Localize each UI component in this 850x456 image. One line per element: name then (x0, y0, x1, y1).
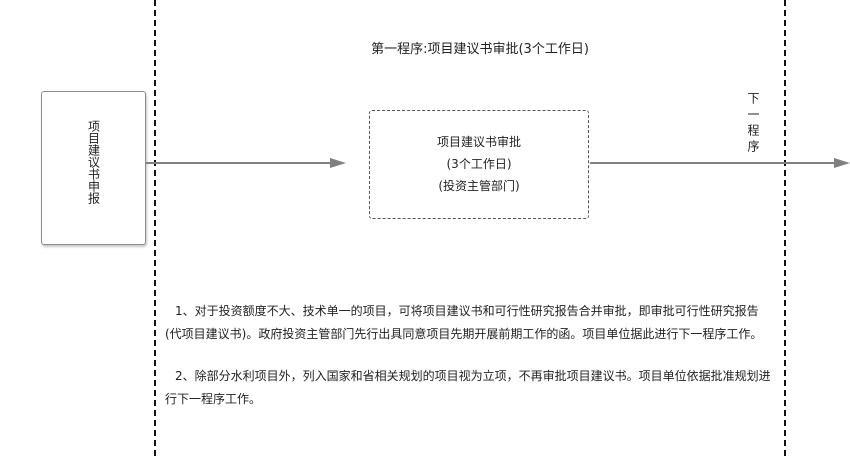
submit-box: 项目建议书申报 (41, 91, 146, 245)
arrow-head-next (834, 158, 850, 168)
submit-box-label: 项目建议书申报 (86, 120, 101, 204)
stage-title: 第一程序:项目建议书审批(3个工作日) (371, 42, 589, 57)
arrow-head-review (330, 158, 346, 168)
next-stage-label: 下一程序 (746, 92, 760, 156)
note-2: 2、除部分水利项目外，列入国家和省相关规划的项目视为立项，不再审批项目建议书。项… (165, 369, 771, 406)
review-box: 项目建议书审批 (3个工作日) (投资主管部门) (369, 110, 589, 219)
right-divider-line (784, 0, 786, 456)
review-box-department: (投资主管部门) (438, 179, 520, 193)
review-box-duration: (3个工作日) (446, 157, 512, 171)
left-divider-line (154, 0, 156, 456)
review-box-title: 项目建议书审批 (436, 135, 521, 149)
note-1: 1、对于投资额度不大、技术单一的项目，可将项目建议书和可行性研究报告合并审批，即… (165, 304, 763, 341)
